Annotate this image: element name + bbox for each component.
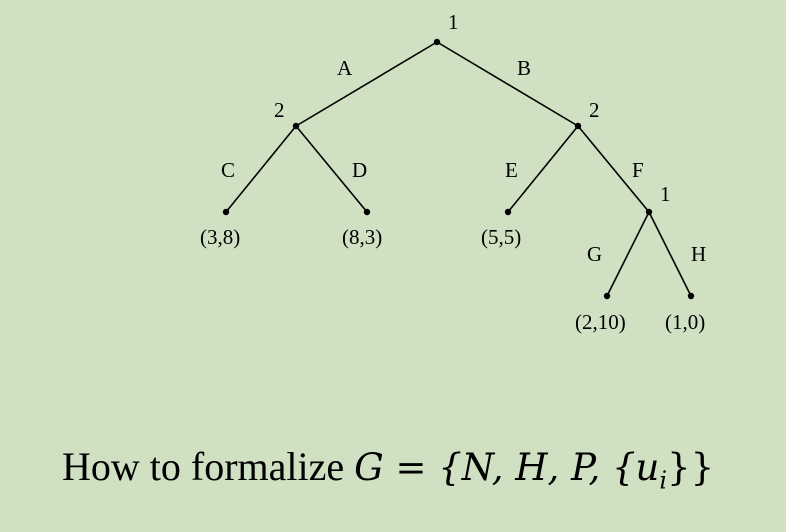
edge-b bbox=[436, 41, 579, 127]
slide-caption: How to formalize G = {N, H, P, {ui}} bbox=[62, 443, 714, 494]
edge-c bbox=[225, 125, 297, 213]
action-label-d: D bbox=[352, 158, 367, 182]
leaf-e-dot bbox=[504, 208, 512, 216]
leaf-g-dot bbox=[603, 292, 611, 300]
player-label-root: 1 bbox=[448, 10, 459, 34]
leaf-d-dot bbox=[363, 208, 371, 216]
caption-formula: G = {N, H, P, {ui}} bbox=[354, 446, 715, 494]
action-label-e: E bbox=[505, 158, 518, 182]
player-label-right: 2 bbox=[589, 98, 600, 122]
formula-end: }} bbox=[667, 446, 715, 489]
node-player2-right bbox=[574, 122, 582, 130]
player-label-left: 2 bbox=[274, 98, 285, 122]
action-label-h: H bbox=[691, 242, 706, 266]
node-player1-lower bbox=[645, 208, 653, 216]
leaf-c-dot bbox=[222, 208, 230, 216]
node-root bbox=[433, 38, 441, 46]
formula-subscript: i bbox=[659, 466, 668, 495]
edge-f bbox=[577, 125, 650, 213]
leaf-h-dot bbox=[687, 292, 695, 300]
action-label-a: A bbox=[337, 56, 353, 80]
formula-body: G = {N, H, P, {u bbox=[354, 446, 660, 489]
action-label-c: C bbox=[221, 158, 235, 182]
edge-e bbox=[507, 125, 579, 213]
edge-h bbox=[648, 211, 692, 297]
edge-d bbox=[295, 125, 368, 213]
payoff-g: (2,10) bbox=[575, 310, 626, 334]
edge-a bbox=[295, 41, 438, 127]
player-label-lower: 1 bbox=[660, 182, 671, 206]
payoff-d: (8,3) bbox=[342, 225, 382, 249]
payoff-h: (1,0) bbox=[665, 310, 705, 334]
action-label-g: G bbox=[587, 242, 602, 266]
edge-g bbox=[606, 211, 650, 297]
payoff-e: (5,5) bbox=[481, 225, 521, 249]
action-label-f: F bbox=[632, 158, 644, 182]
caption-text: How to formalize bbox=[62, 444, 355, 489]
action-label-b: B bbox=[517, 56, 531, 80]
node-player2-left bbox=[292, 122, 300, 130]
payoff-c: (3,8) bbox=[200, 225, 240, 249]
